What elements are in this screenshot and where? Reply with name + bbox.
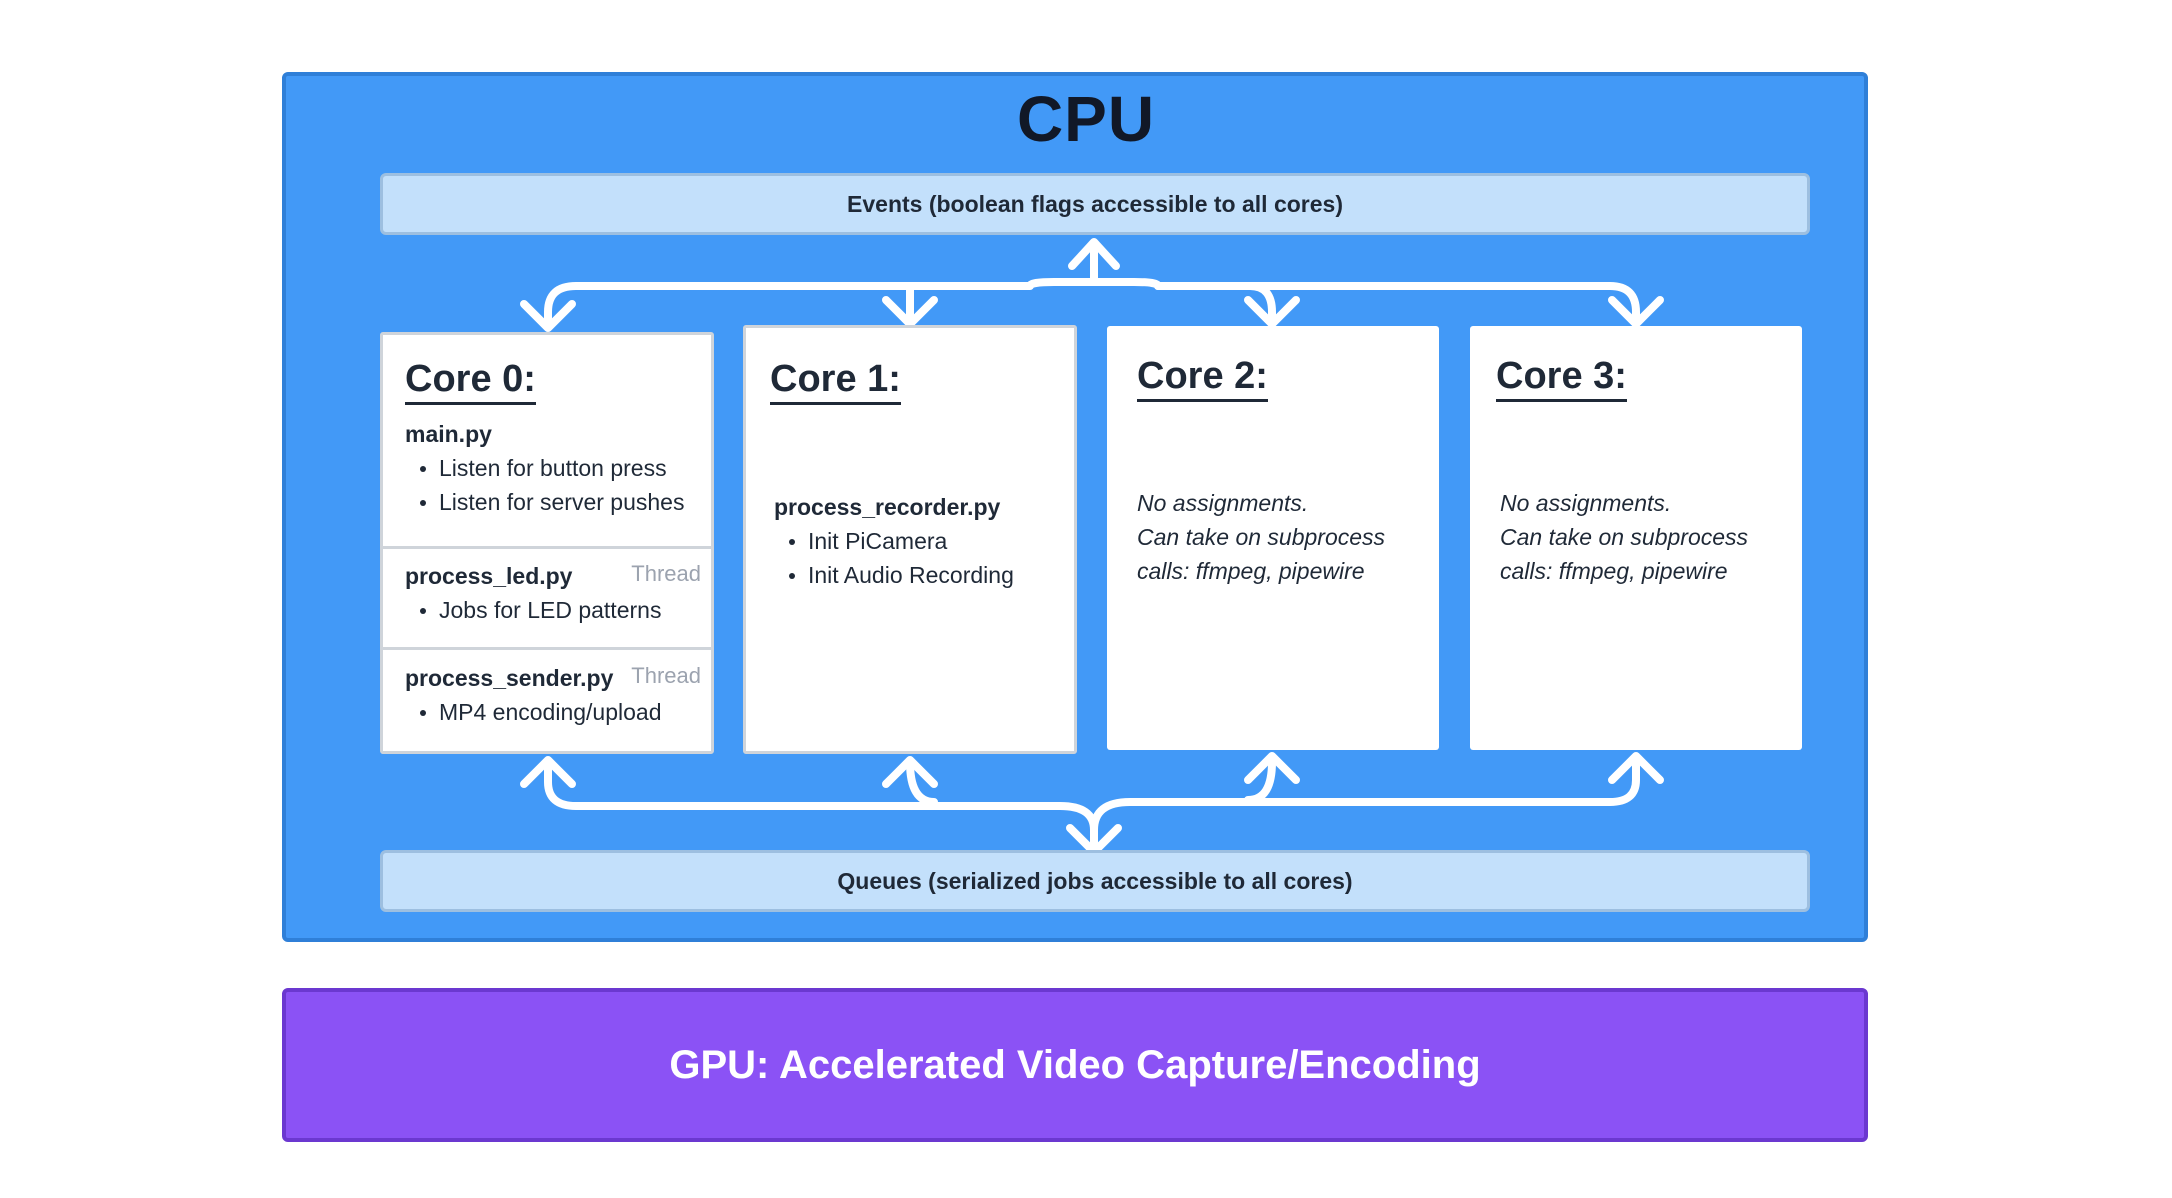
bottom-arrow-core-0 [544,758,1098,850]
list-item: Listen for button press [405,451,684,485]
top-arrow-core-3 [1154,282,1640,326]
thread-badge: Thread [631,561,701,586]
list-item: Jobs for LED patterns [405,593,661,627]
core-2-note: No assignments. Can take on subprocess c… [1137,486,1385,588]
core-1-title: Core 1: [770,357,901,405]
thread-badge: Thread [631,663,701,688]
bottom-arrow-core-3 [1090,758,1640,834]
core-0-divider [383,546,711,549]
core-2-title: Core 2: [1137,354,1268,402]
process-led-label: process_led.py [405,563,573,589]
core-0-title: Core 0: [405,357,536,405]
bottom-arrow-core-1 [906,758,938,806]
arrowhead-core-1-top [882,296,938,328]
note-line: calls: ffmpeg, pipewire [1137,558,1365,584]
core-3-box: Core 3: No assignments. Can take on subp… [1470,326,1802,750]
process-recorder-bullets: Init PiCamera Init Audio Recording [774,524,1014,592]
top-arrow-core-0 [544,278,1098,330]
note-line: No assignments. [1500,490,1672,516]
core-3-title: Core 3: [1496,354,1627,402]
gpu-label: GPU: Accelerated Video Capture/Encoding [669,1042,1481,1087]
core-2-box: Core 2: No assignments. Can take on subp… [1107,326,1439,750]
process-recorder-label: process_recorder.py [774,494,1001,520]
arrowhead-core-2-bottom [1244,752,1300,784]
core-3-note: No assignments. Can take on subprocess c… [1500,486,1748,588]
core-1-box: Core 1: process_recorder.py Init PiCamer… [743,325,1077,754]
arrowhead-core-2-top [1244,296,1300,328]
note-line: calls: ffmpeg, pipewire [1500,558,1728,584]
queues-label: Queues (serialized jobs accessible to al… [837,867,1353,894]
list-item: Listen for server pushes [405,485,684,519]
list-item: Init PiCamera [774,524,1014,558]
note-line: Can take on subprocess [1137,524,1386,550]
process-led-bullets: Jobs for LED patterns [405,593,661,627]
arrowhead-core-0-bottom [520,756,576,788]
arrowhead-core-1-bottom [882,756,938,788]
main-py-label: main.py [405,421,492,447]
note-line: No assignments. [1137,490,1309,516]
arrowhead-core-3-top [1608,296,1664,328]
arrowhead-core-0-top [520,300,576,332]
arrowhead-events [1068,238,1120,270]
core-0-divider [383,647,711,650]
arrowhead-core-3-bottom [1608,752,1664,784]
events-bar: Events (boolean flags accessible to all … [380,173,1810,235]
list-item: MP4 encoding/upload [405,695,662,729]
gpu-box: GPU: Accelerated Video Capture/Encoding [282,988,1868,1142]
core-0-box: Core 0: main.py Listen for button press … [380,332,714,754]
process-sender-bullets: MP4 encoding/upload [405,695,662,729]
cpu-title: CPU [1016,83,1156,155]
process-sender-label: process_sender.py [405,665,614,691]
queues-bar: Queues (serialized jobs accessible to al… [380,850,1810,912]
main-py-bullets: Listen for button press Listen for serve… [405,451,684,519]
events-label: Events (boolean flags accessible to all … [847,190,1343,217]
list-item: Init Audio Recording [774,558,1014,592]
note-line: Can take on subprocess [1500,524,1749,550]
